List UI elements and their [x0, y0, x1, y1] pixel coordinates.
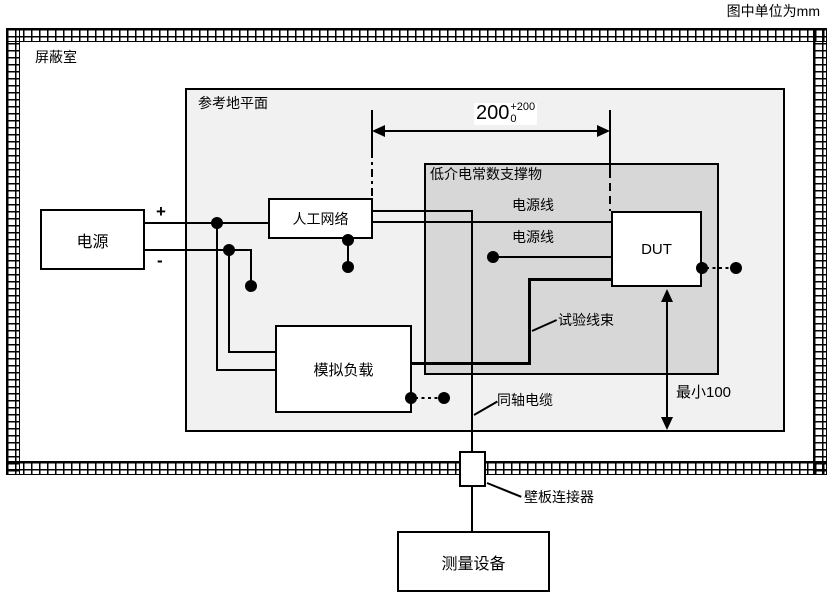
test-harness-label: 试验线束: [558, 312, 614, 328]
dim-lower-tolerance: 0: [510, 113, 517, 126]
coax-to-meter-wire: [471, 487, 473, 532]
simulated-load-label: 模拟负载: [313, 361, 374, 379]
dim-arrowhead-right-icon: [597, 125, 610, 137]
ground-bond-dot: [245, 280, 257, 292]
power-line-top-label: 电源线: [512, 197, 554, 213]
dim-nominal: 200: [476, 102, 510, 124]
power-line-bottom-label: 电源线: [512, 229, 554, 245]
dut-ground-dot: [730, 262, 742, 274]
dut-ground-dot: [696, 262, 708, 274]
plus-sign: +: [156, 202, 166, 221]
power-line-bond-dot: [487, 251, 499, 263]
shielded-room-label: 屏蔽室: [35, 49, 77, 65]
dim-extension-left-dashed: [371, 150, 373, 198]
dut-box: DUT: [611, 211, 702, 287]
simulated-load-box: 模拟负载: [275, 325, 412, 413]
junction-dot: [211, 217, 223, 229]
power-line-bottom-wire: [493, 256, 611, 258]
coaxial-cable-label: 同轴电缆: [497, 392, 553, 408]
ground-plane-label: 参考地平面: [198, 95, 268, 111]
min-clearance-arrow-line: [666, 296, 668, 422]
min-clearance-arrowhead-down-icon: [661, 417, 673, 430]
load-feed-wire-b-vertical: [228, 249, 230, 353]
test-harness-segment: [528, 278, 611, 281]
lisn-ground-dot: [342, 261, 354, 273]
load-ground-strap: [415, 397, 440, 399]
bulkhead-connector: [459, 451, 486, 487]
min-clearance-arrowhead-up-icon: [661, 289, 673, 302]
lisn-ground-stub: [347, 240, 349, 268]
shield-wall-left: [6, 28, 20, 475]
load-ground-dot: [438, 392, 450, 404]
shield-wall-right: [813, 28, 827, 475]
shield-wall-bottom: [6, 461, 827, 475]
bulkhead-connector-leader-line: [486, 482, 522, 498]
artificial-network-label: 人工网络: [292, 210, 349, 227]
dim-extension-right-dashed: [609, 170, 611, 211]
power-supply-label: 电源: [76, 233, 109, 251]
artificial-network-box: 人工网络: [268, 198, 373, 239]
dim-arrowhead-left-icon: [372, 125, 385, 137]
load-feed-wire-a-horizontal: [216, 369, 276, 371]
minus-ground-stub: [250, 249, 252, 286]
test-harness-segment: [528, 279, 531, 365]
power-supply-box: 电源: [40, 209, 145, 270]
dim-extension-right-solid: [609, 110, 611, 170]
shield-wall-top: [6, 28, 827, 42]
lisn-ground-dot: [342, 234, 354, 246]
dim-upper-tolerance: +200: [510, 101, 536, 113]
dut-ground-strap: [706, 267, 732, 269]
load-ground-dot: [405, 392, 417, 404]
plus-wire: [145, 222, 268, 224]
unit-note: 图中单位为mm: [726, 3, 820, 19]
junction-dot: [223, 244, 235, 256]
load-feed-wire-a-vertical: [216, 222, 218, 371]
min-clearance-label: 最小100: [676, 384, 732, 401]
support-label: 低介电常数支撑物: [430, 166, 542, 182]
dim-tolerances: +200 0: [510, 101, 535, 125]
load-feed-wire-b-horizontal: [228, 351, 276, 353]
bulkhead-connector-label: 壁板连接器: [524, 489, 594, 505]
minus-wire: [145, 249, 252, 251]
coax-horizontal-wire: [373, 210, 473, 212]
power-line-top-wire: [373, 221, 611, 223]
dut-label: DUT: [641, 240, 672, 258]
dim-arrow-line: [382, 130, 600, 132]
minus-sign: -: [157, 251, 163, 270]
dim-label: 200 +200 0: [474, 101, 538, 126]
test-harness-segment: [412, 362, 531, 365]
coax-vertical-wire: [471, 210, 473, 451]
measurement-equipment-box: 测量设备: [397, 531, 550, 592]
measurement-equipment-label: 测量设备: [441, 555, 506, 573]
